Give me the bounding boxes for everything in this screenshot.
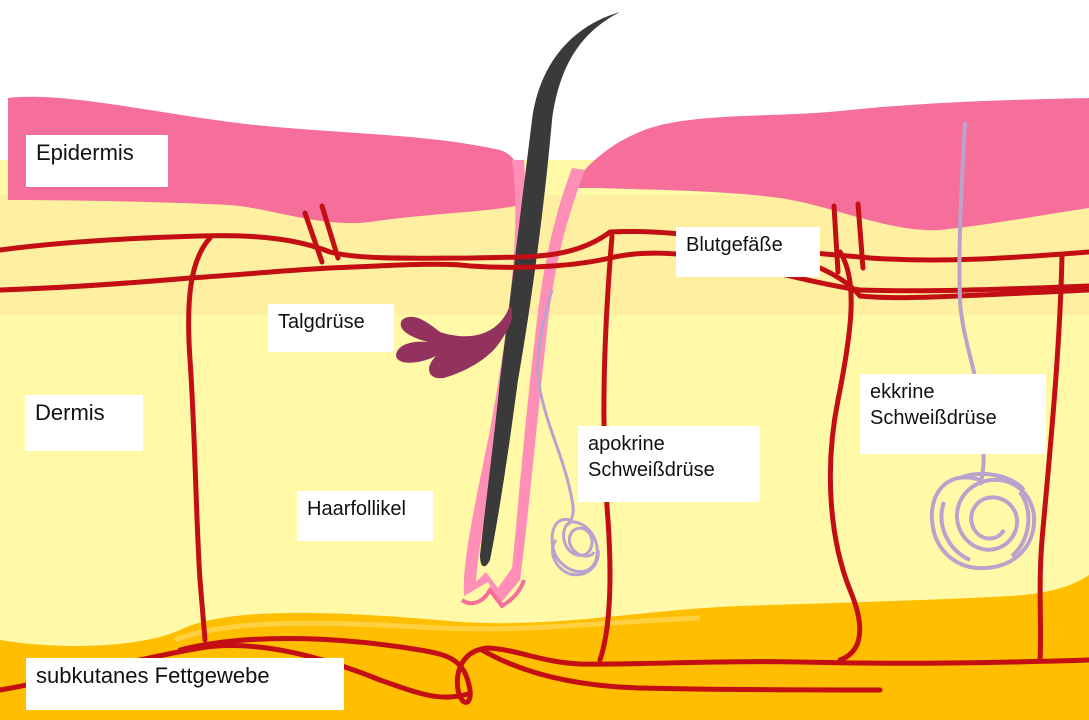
label-epidermis: Epidermis [26, 135, 168, 187]
label-dermis: Dermis [25, 395, 143, 451]
apocrine-line-2: Schweißdrüse [588, 457, 750, 483]
label-sebaceous-gland: Talgdrüse [268, 304, 394, 352]
label-apocrine-sweat-gland: apokrine Schweißdrüse [578, 426, 760, 502]
eccrine-line-2: Schweißdrüse [870, 405, 1036, 431]
label-eccrine-sweat-gland: ekkrine Schweißdrüse [860, 374, 1046, 454]
label-subcutis: subkutanes Fettgewebe [26, 658, 344, 710]
label-blood-vessels: Blutgefäße [676, 227, 820, 277]
label-hair-follicle: Haarfollikel [297, 491, 433, 541]
apocrine-line-1: apokrine [588, 431, 750, 457]
eccrine-line-1: ekkrine [870, 379, 1036, 405]
